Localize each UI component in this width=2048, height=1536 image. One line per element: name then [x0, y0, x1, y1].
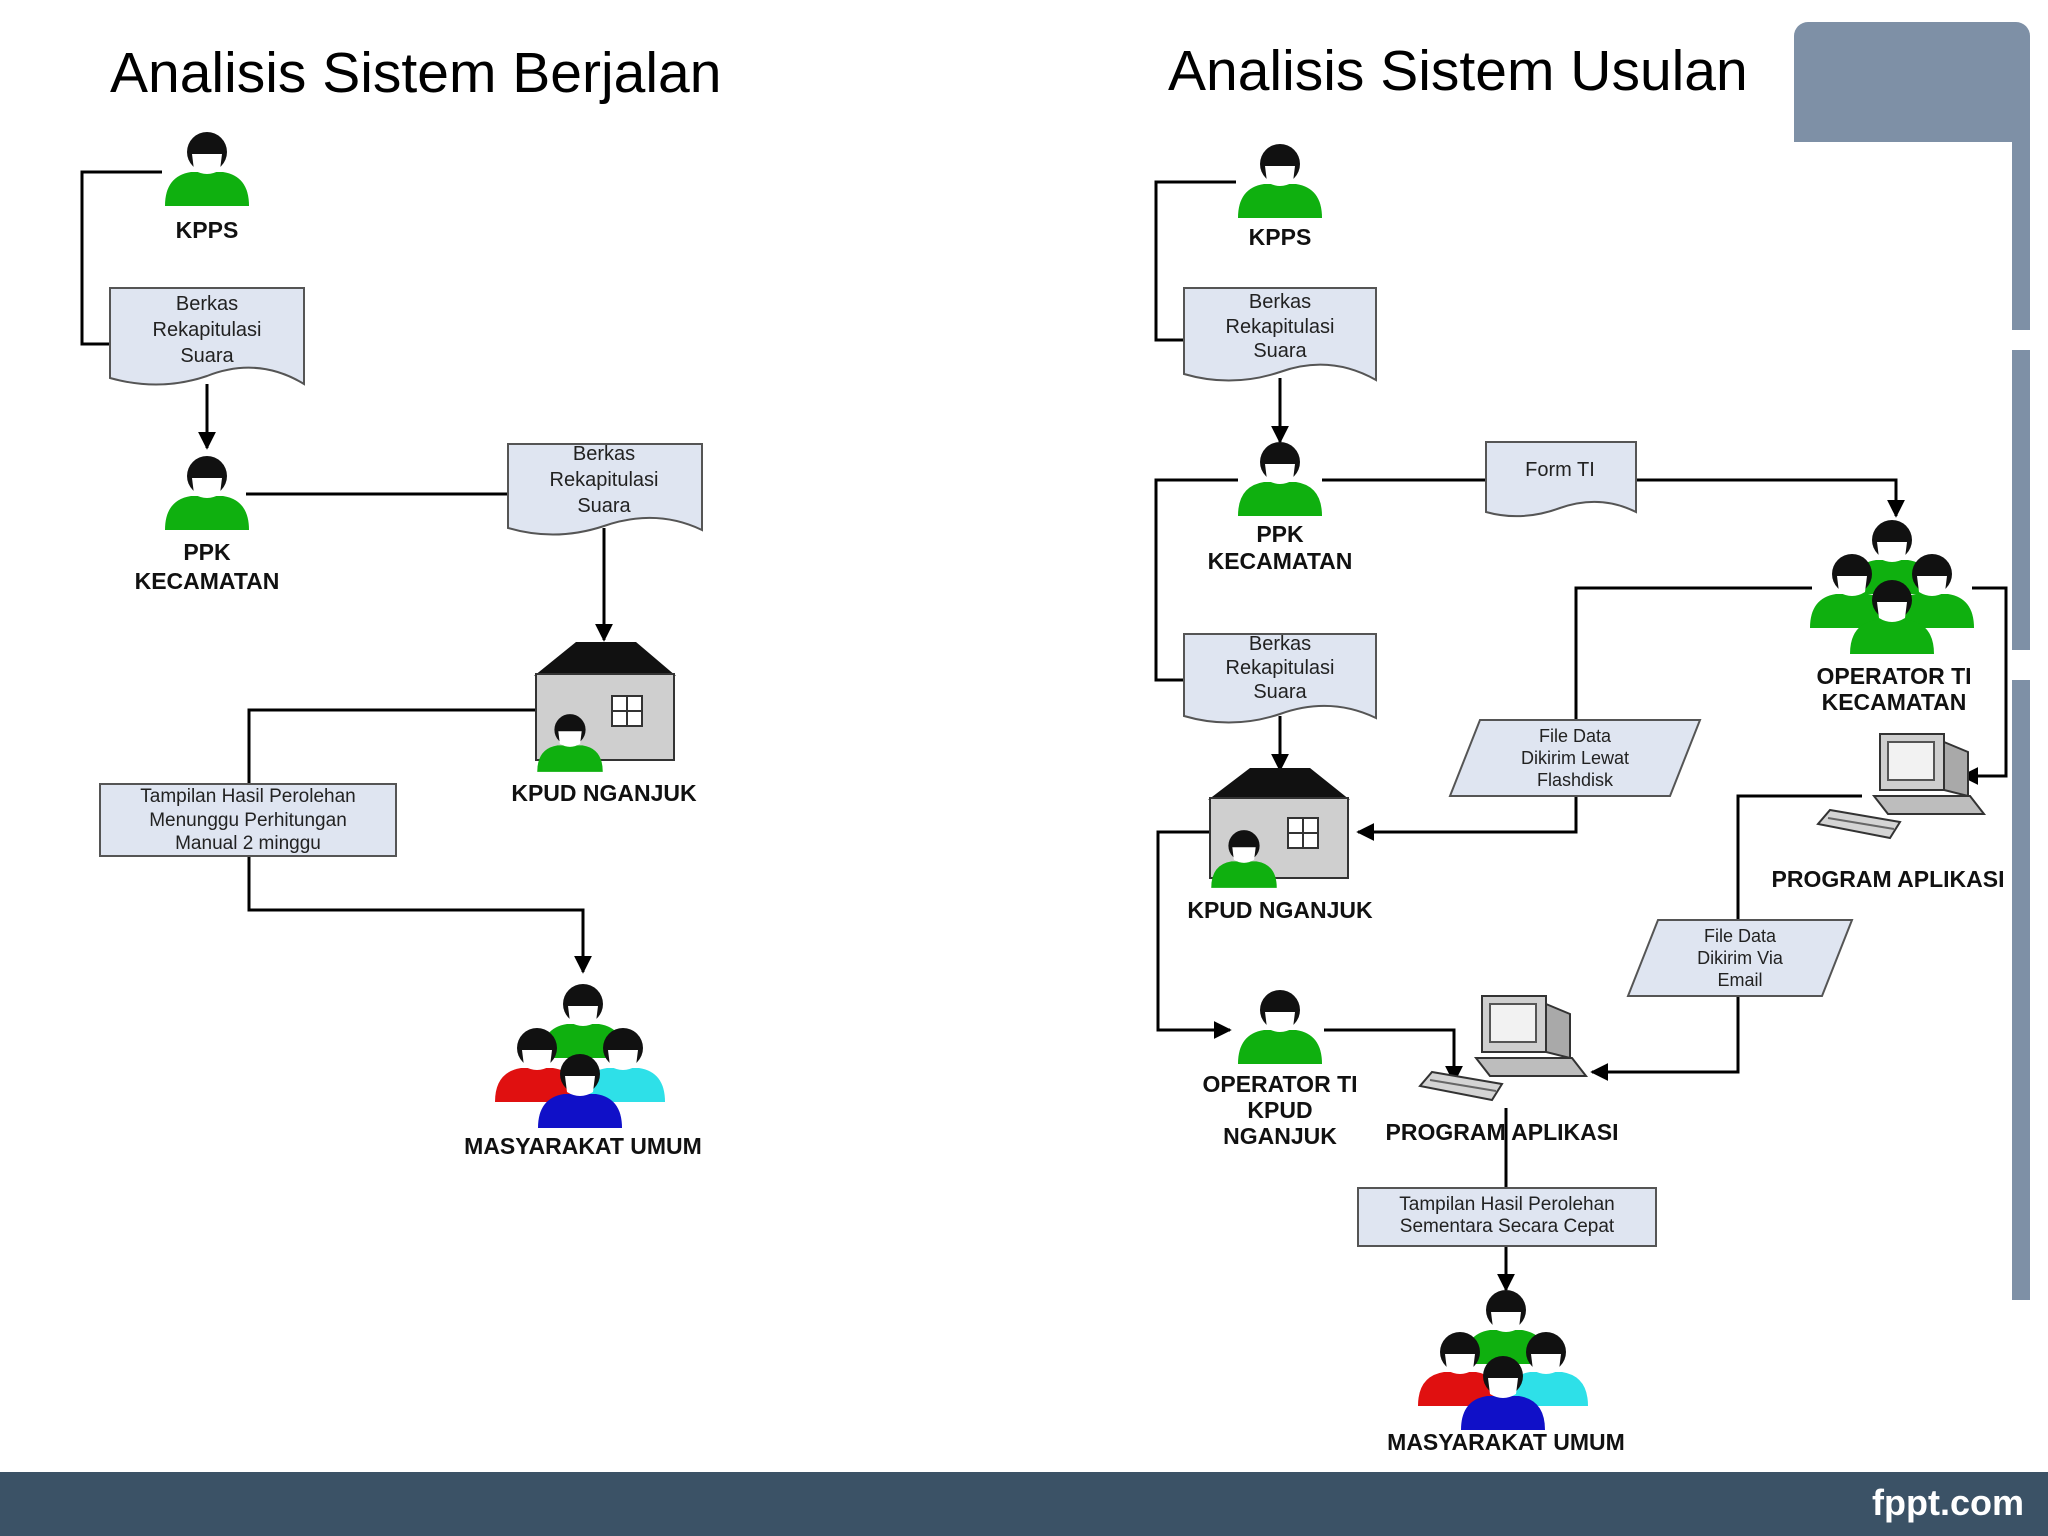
left-kpps-person-icon — [165, 132, 249, 206]
connector-r-ppk-doc2 — [1154, 478, 1238, 682]
arrow-r-operator-kpud-flash — [1356, 586, 1812, 841]
right-program1-label: PROGRAM APLIKASI — [1772, 866, 2005, 892]
side-tab-top — [1794, 22, 2030, 142]
left-doc1-shape — [109, 287, 305, 386]
arrow-r-kpud-operator — [1156, 830, 1232, 1039]
left-ppk-person-icon — [165, 456, 249, 530]
footer-bar — [0, 1472, 2048, 1536]
left-doc2-line3: Suara — [577, 495, 631, 517]
right-email-shape — [1626, 919, 1854, 997]
connector-r-kpps-doc1 — [1154, 180, 1236, 342]
right-doc2-line1: Berkas — [1249, 633, 1311, 655]
right-public-group-icon — [1418, 1290, 1588, 1430]
right-flashdisk-line3: Flashdisk — [1537, 770, 1614, 790]
right-doc1-shape — [1183, 287, 1377, 382]
right-program2-computer-icon — [1419, 995, 1587, 1101]
left-result-line2: Menunggu Perhitungan — [149, 810, 347, 831]
left-doc2-line1: Berkas — [573, 443, 635, 465]
right-doc2-line3: Suara — [1253, 681, 1307, 703]
left-result-line1: Tampilan Hasil Perolehan — [140, 786, 355, 807]
right-form-ti-label: Form TI — [1525, 459, 1595, 481]
connector-kpud-result — [247, 708, 536, 784]
left-kpud-label: KPUD NGANJUK — [511, 780, 697, 806]
left-doc2-shape — [507, 443, 703, 536]
right-ppk-label-1: PPK — [1256, 521, 1304, 547]
right-program1-computer-icon — [1817, 733, 1985, 839]
left-doc1-line1: Berkas — [176, 293, 238, 315]
right-flashdisk-shape — [1448, 719, 1702, 797]
arrow-r-operator-program2 — [1324, 1028, 1463, 1084]
side-tab-mid — [2012, 140, 2030, 330]
right-public-label: MASYARAKAT UMUM — [1387, 1429, 1625, 1455]
arrow-r-operator-program1 — [1960, 586, 2008, 785]
right-doc1-line3: Suara — [1253, 340, 1307, 362]
right-doc2-shape — [1183, 633, 1377, 724]
arrow-result-public — [247, 856, 592, 974]
right-email-line1: File Data — [1704, 926, 1777, 946]
left-result-box — [99, 783, 397, 857]
right-flashdisk-line1: File Data — [1539, 726, 1612, 746]
right-operator-kpud-label-2: KPUD — [1247, 1097, 1312, 1123]
right-doc2-line2: Rekapitulasi — [1226, 657, 1335, 679]
right-kpps-label: KPPS — [1249, 224, 1312, 250]
right-email-line2: Dikirim Via — [1697, 948, 1784, 968]
right-flashdisk-line2: Dikirim Lewat — [1521, 748, 1629, 768]
right-operator-kecamatan-group-icon — [1810, 520, 1974, 654]
right-program2-label: PROGRAM APLIKASI — [1386, 1119, 1619, 1145]
right-result-box — [1357, 1187, 1657, 1247]
right-operator-kpud-person-icon — [1238, 990, 1322, 1064]
left-title: Analisis Sistem Berjalan — [110, 41, 722, 105]
left-public-label: MASYARAKAT UMUM — [464, 1133, 702, 1159]
left-connectors — [80, 170, 613, 974]
left-ppk-label-1: PPK — [183, 539, 231, 565]
left-doc1-line2: Rekapitulasi — [153, 319, 262, 341]
right-result-line2: Sementara Secara Cepat — [1400, 1216, 1615, 1237]
right-kpps-person-icon — [1238, 144, 1322, 218]
right-doc1-line2: Rekapitulasi — [1226, 316, 1335, 338]
right-title: Analisis Sistem Usulan — [1168, 39, 1748, 103]
right-ppk-label-2: KECAMATAN — [1208, 548, 1353, 574]
flow-diagram: KPPS Berkas Rekapitulasi Suara PPK KECAM… — [80, 132, 2008, 1455]
right-form-ti-shape — [1485, 441, 1637, 518]
right-email-line3: Email — [1717, 970, 1762, 990]
right-operator-kpud-label-3: NGANJUK — [1223, 1123, 1337, 1149]
left-kpud-house-icon — [534, 642, 676, 772]
left-doc1-line3: Suara — [180, 345, 234, 367]
right-operator-kec-label-1: OPERATOR TI — [1816, 663, 1971, 689]
left-kpps-label: KPPS — [176, 217, 239, 243]
right-operator-kec-label-2: KECAMATAN — [1822, 689, 1967, 715]
left-doc2-line2: Rekapitulasi — [550, 469, 659, 491]
side-tab-mid2 — [2012, 350, 2030, 650]
left-ppk-label-2: KECAMATAN — [135, 568, 280, 594]
footer-brand-logo: fppt.com — [1872, 1482, 2024, 1523]
connector-kpps-doc1 — [80, 170, 162, 346]
side-tab-bottom — [2012, 680, 2030, 1300]
right-result-line1: Tampilan Hasil Perolehan — [1399, 1194, 1614, 1215]
left-result-line3: Manual 2 minggu — [175, 833, 321, 854]
right-kpud-label: KPUD NGANJUK — [1187, 897, 1373, 923]
right-kpud-house-icon — [1208, 768, 1350, 888]
right-ppk-person-icon — [1238, 442, 1322, 516]
left-public-group-icon — [495, 984, 665, 1128]
right-operator-kpud-label-1: OPERATOR TI — [1202, 1071, 1357, 1097]
right-doc1-line1: Berkas — [1249, 291, 1311, 313]
